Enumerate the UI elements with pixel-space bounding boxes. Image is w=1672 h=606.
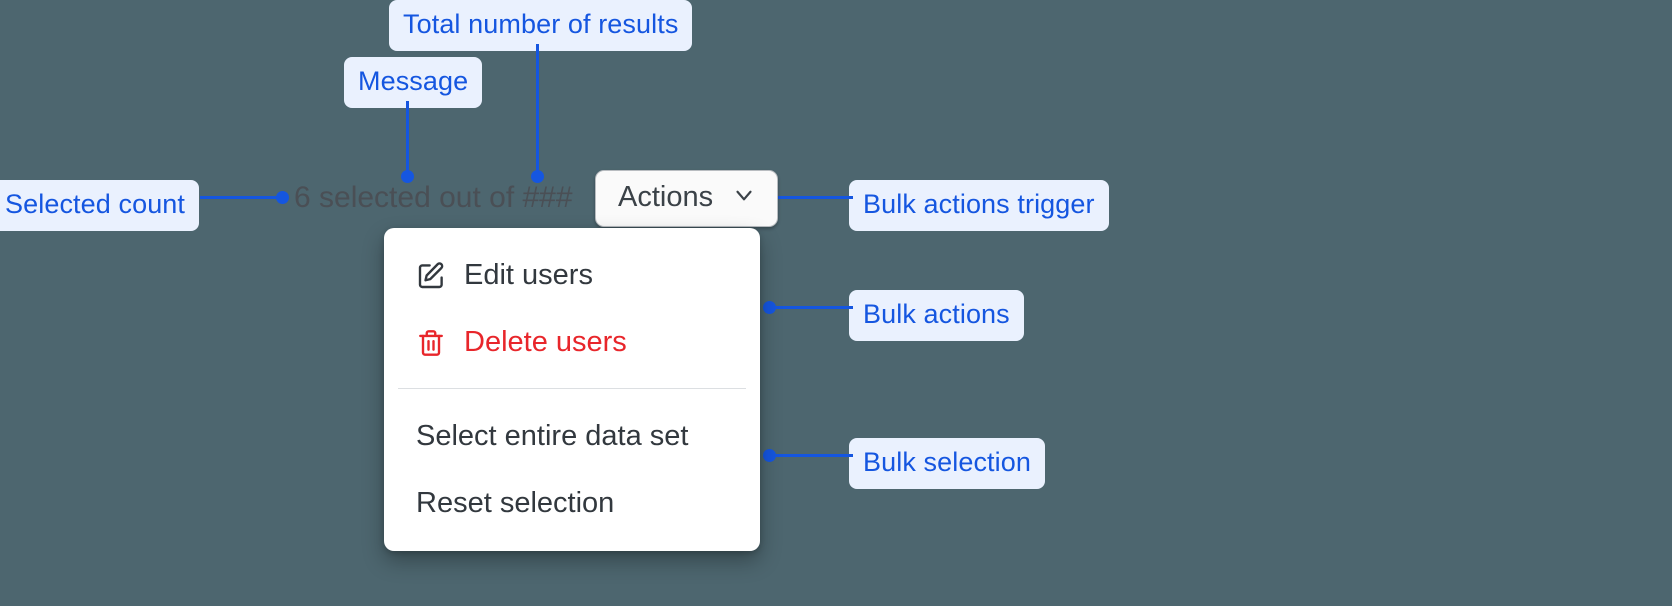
callout-bulk-selection: Bulk selection	[849, 438, 1045, 489]
chevron-down-icon	[731, 182, 757, 213]
menu-item-select-entire-data-set[interactable]: Select entire data set	[384, 403, 760, 470]
menu-item-edit-users[interactable]: Edit users	[384, 242, 760, 309]
connector-line-bulk-selection	[768, 454, 853, 457]
bulk-actions-menu: Edit users Delete users Select entire da…	[384, 228, 760, 551]
callout-message: Message	[344, 57, 483, 108]
menu-item-delete-users-label: Delete users	[464, 326, 627, 358]
connector-line-message	[406, 101, 409, 176]
connector-dot-bulk-selection	[763, 449, 776, 462]
menu-item-reset-selection[interactable]: Reset selection	[384, 470, 760, 537]
connector-line-total-results	[536, 44, 539, 176]
callout-total-number-of-results: Total number of results	[389, 0, 693, 51]
callout-bulk-actions: Bulk actions	[849, 290, 1024, 341]
connector-line-bulk-trigger	[768, 196, 853, 199]
callout-bulk-actions-trigger: Bulk actions trigger	[849, 180, 1109, 231]
connector-dot-message	[401, 170, 414, 183]
connector-line-bulk-actions	[768, 306, 853, 309]
menu-divider	[398, 388, 746, 389]
connector-line-selected-count	[200, 196, 280, 199]
edit-pencil-icon	[416, 261, 446, 291]
menu-item-select-entire-data-set-label: Select entire data set	[416, 420, 689, 452]
trash-icon	[416, 328, 446, 358]
connector-dot-bulk-actions	[763, 301, 776, 314]
selection-count-message: 6 selected out of ###	[294, 181, 573, 214]
bulk-actions-trigger-label: Actions	[618, 181, 714, 213]
menu-item-edit-users-label: Edit users	[464, 259, 593, 291]
menu-item-delete-users[interactable]: Delete users	[384, 309, 760, 376]
callout-selected-count: Selected count	[0, 180, 200, 231]
menu-item-reset-selection-label: Reset selection	[416, 487, 615, 519]
connector-dot-selected-count	[276, 191, 289, 204]
connector-dot-total-results	[531, 170, 544, 183]
bulk-actions-trigger-button[interactable]: Actions	[595, 170, 779, 227]
